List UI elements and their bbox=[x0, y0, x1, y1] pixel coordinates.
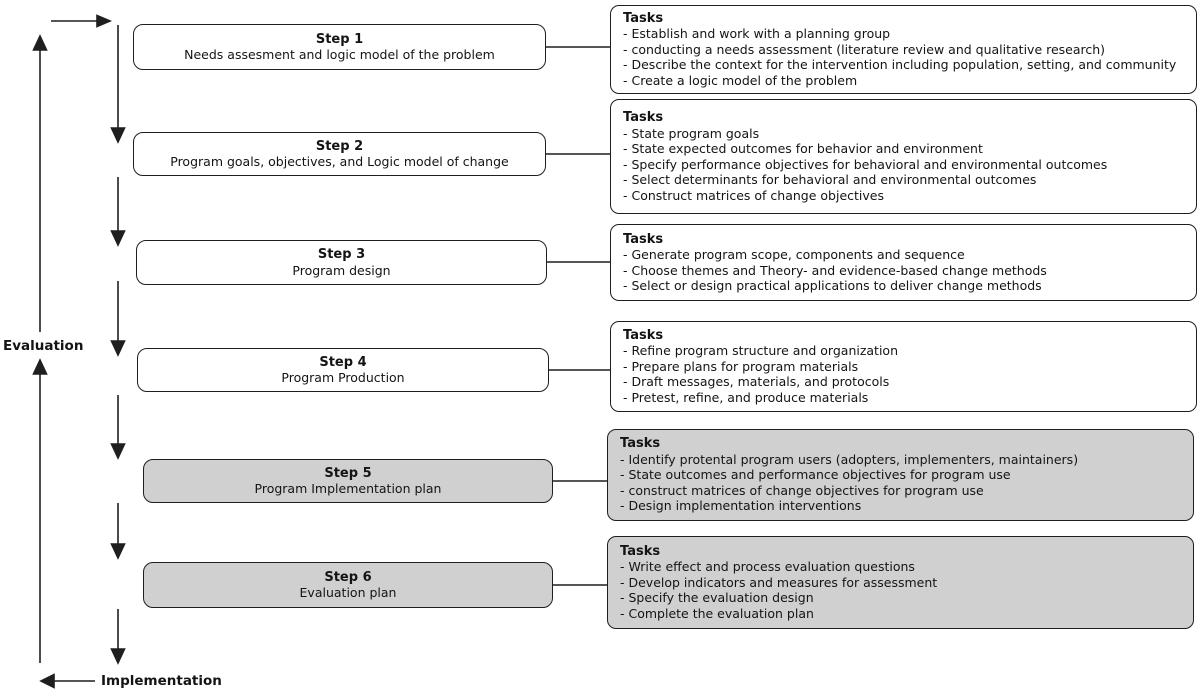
task-item: State expected outcomes for behavior and… bbox=[623, 141, 1186, 157]
step-1-subtitle: Needs assesment and logic model of the p… bbox=[184, 47, 495, 62]
step-flow-arrow-down-6-icon bbox=[110, 609, 126, 665]
step-4-subtitle: Program Production bbox=[281, 370, 405, 385]
task-list-2: State program goalsState expected outcom… bbox=[623, 126, 1186, 204]
step-box-3: Step 3 Program design bbox=[136, 240, 547, 285]
task-list-3: Generate program scope, components and s… bbox=[623, 247, 1186, 294]
tasks-header: Tasks bbox=[623, 10, 664, 26]
task-panel-4: Tasks Refine program structure and organ… bbox=[610, 321, 1197, 412]
tasks-header: Tasks bbox=[623, 327, 664, 343]
task-item: Refine program structure and organizatio… bbox=[623, 343, 1186, 359]
task-item: Select determinants for behavioral and e… bbox=[623, 172, 1186, 188]
task-item: Specify performance objectives for behav… bbox=[623, 157, 1186, 173]
tasks-header: Tasks bbox=[623, 231, 664, 247]
task-item: Construct matrices of change objectives bbox=[623, 188, 1186, 204]
task-item: Draft messages, materials, and protocols bbox=[623, 374, 1186, 390]
task-item: conducting a needs assessment (literatur… bbox=[623, 42, 1186, 58]
implementation-arrow-left-icon bbox=[39, 673, 95, 689]
task-item: Prepare plans for program materials bbox=[623, 359, 1186, 375]
evaluation-arrow-up-bottom-icon bbox=[32, 358, 48, 663]
task-panel-3: Tasks Generate program scope, components… bbox=[610, 224, 1197, 301]
step-box-5: Step 5 Program Implementation plan bbox=[143, 459, 553, 503]
task-list-1: Establish and work with a planning group… bbox=[623, 26, 1186, 88]
tasks-header: Tasks bbox=[623, 110, 664, 125]
step-flow-arrow-down-3-icon bbox=[110, 281, 126, 357]
implementation-label: Implementation bbox=[101, 673, 222, 689]
step-4-title: Step 4 bbox=[319, 354, 367, 370]
task-item: Generate program scope, components and s… bbox=[623, 247, 1186, 263]
evaluation-label: Evaluation bbox=[3, 338, 84, 354]
task-item: Create a logic model of the problem bbox=[623, 73, 1186, 89]
task-item: Establish and work with a planning group bbox=[623, 26, 1186, 42]
task-item: Describe the context for the interventio… bbox=[623, 57, 1186, 73]
task-item: Complete the evaluation plan bbox=[620, 606, 1183, 622]
step-flow-arrow-down-5-icon bbox=[110, 503, 126, 560]
step-box-2: Step 2 Program goals, objectives, and Lo… bbox=[133, 132, 546, 176]
task-item: State program goals bbox=[623, 126, 1186, 142]
step-flow-arrow-down-2-icon bbox=[110, 177, 126, 247]
step-6-subtitle: Evaluation plan bbox=[299, 585, 397, 600]
task-item: Specify the evaluation design bbox=[620, 590, 1183, 606]
step-flow-arrow-down-4-icon bbox=[110, 395, 126, 460]
task-list-5: Identify protental program users (adopte… bbox=[620, 452, 1183, 514]
step-2-title: Step 2 bbox=[315, 138, 364, 154]
entry-arrow-right-icon bbox=[51, 14, 113, 28]
task-panel-6: Tasks Write effect and process evaluatio… bbox=[607, 536, 1194, 629]
task-item: Write effect and process evaluation ques… bbox=[620, 559, 1183, 575]
tasks-header: Tasks bbox=[620, 436, 661, 452]
step-box-4: Step 4 Program Production bbox=[137, 348, 549, 392]
task-list-6: Write effect and process evaluation ques… bbox=[620, 559, 1183, 621]
step-5-title: Step 5 bbox=[324, 465, 372, 481]
task-item: Develop indicators and measures for asse… bbox=[620, 575, 1183, 591]
task-item: Choose themes and Theory- and evidence-b… bbox=[623, 263, 1186, 279]
step-flow-arrow-down-1-icon bbox=[110, 25, 126, 144]
task-panel-2: Tasks State program goalsState expected … bbox=[610, 99, 1197, 214]
task-item: construct matrices of change objectives … bbox=[620, 483, 1183, 499]
task-item: Identify protental program users (adopte… bbox=[620, 452, 1183, 468]
task-item: State outcomes and performance objective… bbox=[620, 467, 1183, 483]
step-6-title: Step 6 bbox=[324, 569, 372, 585]
step-1-title: Step 1 bbox=[315, 31, 364, 47]
step-task-connectors bbox=[546, 46, 610, 586]
task-panel-5: Tasks Identify protental program users (… bbox=[607, 429, 1194, 521]
task-item: Pretest, refine, and produce materials bbox=[623, 390, 1186, 406]
tasks-header: Tasks bbox=[620, 543, 661, 559]
step-2-subtitle: Program goals, objectives, and Logic mod… bbox=[170, 154, 509, 169]
task-item: Select or design practical applications … bbox=[623, 278, 1186, 294]
task-list-4: Refine program structure and organizatio… bbox=[623, 343, 1186, 405]
task-panel-1: Tasks Establish and work with a planning… bbox=[610, 5, 1197, 94]
task-item: Design implementation interventions bbox=[620, 498, 1183, 514]
evaluation-arrow-up-top-icon bbox=[32, 34, 48, 332]
step-box-1: Step 1 Needs assesment and logic model o… bbox=[133, 24, 546, 70]
step-5-subtitle: Program Implementation plan bbox=[254, 481, 442, 496]
step-3-subtitle: Program design bbox=[292, 262, 391, 278]
step-3-title: Step 3 bbox=[317, 247, 366, 262]
step-box-6: Step 6 Evaluation plan bbox=[143, 562, 553, 608]
